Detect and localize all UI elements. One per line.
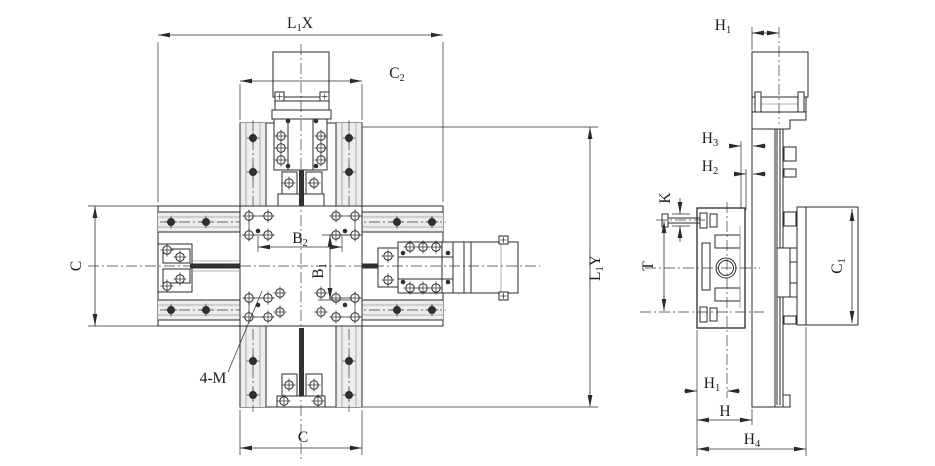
y-leadscrew-lower <box>299 328 304 396</box>
dim-label-b1: B1 <box>310 263 329 279</box>
dim-label-l1x: L1X <box>287 15 313 34</box>
dim-label-t: T <box>640 261 657 271</box>
dim-label-h3: H3 <box>702 130 718 149</box>
plan-view: L1X C2 L1Y C C B2 B1 4-M <box>68 15 606 460</box>
dim-label-c-left: C <box>68 261 85 271</box>
mount-holes-note: 4-M <box>200 370 227 387</box>
dim-label-l1y: L1Y <box>587 255 606 281</box>
dim-label-c1: C1 <box>829 258 848 274</box>
saddle-plate <box>796 206 807 326</box>
mount-note-leader <box>227 290 263 373</box>
y-base-plate <box>751 128 776 408</box>
side-y-motor-body <box>751 51 809 98</box>
x-leadscrew-left <box>190 263 240 269</box>
dim-label-c2: C2 <box>389 65 405 84</box>
dim-label-k: K <box>657 192 674 204</box>
y-leadscrew <box>299 170 304 206</box>
plan-dimensions <box>88 32 598 455</box>
x-leadscrew-right <box>362 263 380 269</box>
screw-end-cap <box>661 213 669 228</box>
dim-label-b2: B2 <box>292 230 308 249</box>
side-view: H1 H3 H2 K T C1 H1 H H4 <box>640 17 859 456</box>
dim-label-h4: H4 <box>744 431 761 450</box>
side-y-motor <box>751 51 809 130</box>
dim-label-h: H <box>719 403 730 420</box>
dim-label-h2: H2 <box>702 158 718 177</box>
side-saddle-and-motor-block <box>796 206 859 326</box>
dim-label-h1-bottom: H1 <box>704 375 720 394</box>
dim-label-c-bottom: C <box>298 429 308 446</box>
side-dimensions <box>661 27 855 456</box>
x-motor-body <box>452 241 519 294</box>
dim-label-h1-top: H1 <box>715 17 731 36</box>
x-motor-block-side <box>805 206 859 326</box>
side-base-plate <box>751 128 798 408</box>
